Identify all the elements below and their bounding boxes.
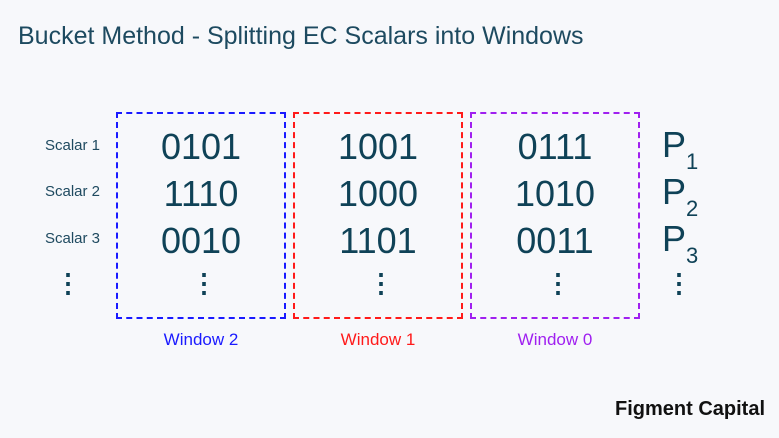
- window-label: Window 2: [163, 330, 239, 349]
- bit-value: 1010: [514, 173, 596, 214]
- bit-value: 0010: [160, 220, 242, 261]
- scalar-label: Scalar 2: [44, 183, 100, 200]
- scalar-label: Scalar 1: [44, 137, 100, 154]
- ellipsis-icon: ⋮: [666, 268, 692, 298]
- window-label: Window 1: [340, 330, 416, 349]
- point-p3: P3: [662, 218, 699, 268]
- bit-value: 1001: [337, 126, 419, 167]
- brand-logo: Figment Capital: [614, 398, 765, 420]
- ellipsis-icon: ⋮: [55, 268, 81, 298]
- ellipsis-icon: ⋮: [545, 268, 571, 298]
- bit-value: 0101: [160, 126, 242, 167]
- bit-value: 0011: [516, 220, 594, 261]
- bit-value: 1000: [337, 173, 419, 214]
- ellipsis-icon: ⋮: [191, 268, 217, 298]
- diagram-title: Bucket Method - Splitting EC Scalars int…: [18, 22, 584, 50]
- window-label: Window 0: [517, 330, 593, 349]
- ellipsis-icon: ⋮: [368, 268, 394, 298]
- bit-value: 0111: [517, 126, 593, 167]
- scalar-label: Scalar 3: [44, 230, 100, 247]
- point-p1: P1: [662, 124, 699, 174]
- bit-value: 1101: [339, 220, 417, 261]
- bit-value: 1110: [163, 173, 239, 214]
- point-p2: P2: [662, 171, 699, 221]
